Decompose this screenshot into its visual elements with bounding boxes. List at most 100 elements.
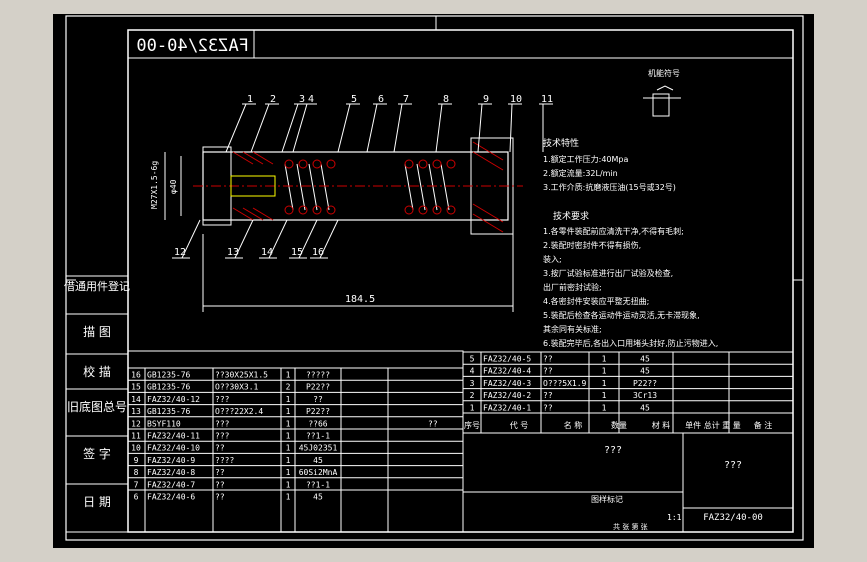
bom-cell-name: ??: [215, 468, 225, 477]
part-number-label: 8: [443, 94, 449, 105]
tb-company: ???: [724, 460, 742, 471]
symbol-label: 机能符号: [648, 68, 680, 78]
bom-cell-name: ???: [215, 419, 230, 428]
bom-cell-no: 12: [131, 419, 141, 428]
bom-cell-qty: 1: [602, 391, 607, 400]
bom-cell-code: GB1235-76: [147, 371, 191, 380]
bom-cell-code: FAZ32/40-3: [483, 379, 531, 388]
tech-req-line: 2.装配时密封件不得有损伤,: [543, 240, 641, 250]
bom-cell-code: GB1235-76: [147, 407, 191, 416]
part-number-label: 6: [378, 94, 384, 105]
part-number-label: 15: [291, 247, 303, 258]
bom-cell-code: FAZ32/40-1: [483, 403, 531, 412]
bom-cell-mat: P22??: [306, 407, 330, 416]
bom-cell-qty: 1: [602, 379, 607, 388]
bom-cell-mat: P22??: [633, 379, 657, 388]
tech-req-line: 6.装配完毕后,各出入口用堵头封好,防止污物进入,: [543, 338, 718, 348]
bom-cell-qty: 1: [286, 407, 291, 416]
bom-cell-code: FAZ32/40-8: [147, 468, 195, 477]
bom-cell-qty: 1: [286, 395, 291, 404]
dim-thread: M27X1.5-6g: [150, 161, 159, 209]
bom-cell-mat: 45: [640, 355, 650, 364]
left-strip-label: 旧底图总号: [67, 399, 127, 414]
bom-cell-no: 4: [470, 367, 475, 376]
bom-header-cell: 序号: [464, 420, 480, 430]
bom-cell-name: ???: [215, 395, 230, 404]
bom-header-cell: 单件 总计 重 量: [685, 420, 741, 430]
bom-cell-mat: 3Cr13: [633, 391, 657, 400]
bom-cell-name: O??30X3.1: [215, 383, 259, 392]
part-number-label: 9: [483, 94, 489, 105]
part-number-label: 13: [227, 247, 239, 258]
part-number-label: 7: [403, 94, 409, 105]
tech-req-line: 1.各零件装配前应清洗干净,不得有毛刺;: [543, 226, 684, 236]
tb-ratio: 1:1: [667, 513, 682, 522]
bom-cell-qty: 1: [602, 367, 607, 376]
bom-cell-no: 5: [470, 355, 475, 364]
bom-cell-qty: 1: [286, 480, 291, 489]
bom-header-cell: 备 注: [754, 420, 773, 430]
bom-cell-name: ??: [543, 391, 553, 400]
left-strip-label: 借通用件登记: [64, 279, 130, 293]
spool: [230, 175, 276, 197]
tech-param-line: 1.额定工作压力:40Mpa: [543, 154, 628, 164]
bom-cell-code: FAZ32/40-7: [147, 480, 195, 489]
bom-cell-mat: ?????: [306, 371, 330, 380]
part-number-label: 1: [247, 94, 253, 105]
bom-cell-name: ???: [215, 432, 230, 441]
bom-cell-name: ??: [543, 403, 553, 412]
dim-dia: φ40: [169, 179, 178, 194]
bom-cell-name: ??30X25X1.5: [215, 371, 268, 380]
bom-cell-name: O???5X1.9: [543, 379, 587, 388]
bom-cell-qty: 1: [286, 432, 291, 441]
part-number-label: 14: [261, 247, 273, 258]
tech-param-line: 3.工作介质:抗磨液压油(15号或32号): [543, 182, 676, 192]
valve-assembly: [193, 137, 523, 235]
bom-cell-qty: 1: [286, 371, 291, 380]
bom-cell-no: 11: [131, 432, 141, 441]
cad-canvas[interactable]: FAZ32/40-00 借通用件登记描 图校 描旧底图总号签 字日 期: [53, 14, 814, 548]
tech-req-line: 5.装配后检查各运动件运动灵活,无卡滞现象,: [543, 310, 700, 320]
bom-cell-qty: 2: [286, 383, 291, 392]
tech-param-line: 2.额定流量:32L/min: [543, 168, 618, 178]
bom-cell-no: 15: [131, 383, 141, 392]
bom-cell-mat: 45: [313, 493, 323, 502]
part-number-label: 12: [174, 247, 186, 258]
bom-cell-mat: 45: [313, 456, 323, 465]
dimensions: [164, 152, 514, 312]
bom-cell-name: ??: [215, 493, 225, 502]
bom-cell-code: FAZ32/40-6: [147, 493, 195, 502]
bom-cell-code: FAZ32/40-12: [147, 395, 200, 404]
bom-cell-mat: ??1-1: [306, 480, 330, 489]
bom-cell-code: FAZ32/40-4: [483, 367, 531, 376]
bom-cell-code: FAZ32/40-2: [483, 391, 531, 400]
bom-cell-code: FAZ32/40-9: [147, 456, 195, 465]
bom-cell-name: O???22X2.4: [215, 407, 263, 416]
technical-notes: 技术特性 1.额定工作压力:40Mpa 2.额定流量:32L/min 3.工作介质:抗…: [543, 137, 718, 348]
bom-cell-no: 10: [131, 444, 141, 453]
bom-cell-mat: 45J02351: [299, 444, 338, 453]
bom-cell-no: 13: [131, 407, 141, 416]
bom-header-cell: 代 号: [510, 420, 529, 430]
bom-header-cell: 名 称: [564, 420, 583, 430]
left-strip-label: 描 图: [83, 325, 111, 339]
spring-left: [284, 163, 330, 211]
bom-cell-no: 16: [131, 371, 141, 380]
bom-header-cell: 材 料: [652, 420, 671, 430]
bom-cell-mat: ??66: [308, 419, 327, 428]
coil-sections: [284, 159, 456, 215]
dim-total: 184.5: [345, 294, 375, 305]
bom-cell-mat: 45: [640, 403, 650, 412]
bom-cell-no: 14: [131, 395, 141, 404]
left-strip-label: 日 期: [83, 495, 111, 509]
bom-cell-code: FAZ32/40-11: [147, 432, 200, 441]
bom-cell-mat: 60Si2MnA: [299, 468, 338, 477]
tech-params-title: 技术特性: [543, 137, 579, 149]
tb-part-name: ???: [604, 445, 622, 456]
bom-cell-mat: ??: [313, 395, 323, 404]
tb-sheet: 共 张 第 张: [613, 522, 648, 531]
tech-req-line: 出厂前密封试验;: [543, 282, 602, 292]
bom-cell-mat: 45: [640, 367, 650, 376]
